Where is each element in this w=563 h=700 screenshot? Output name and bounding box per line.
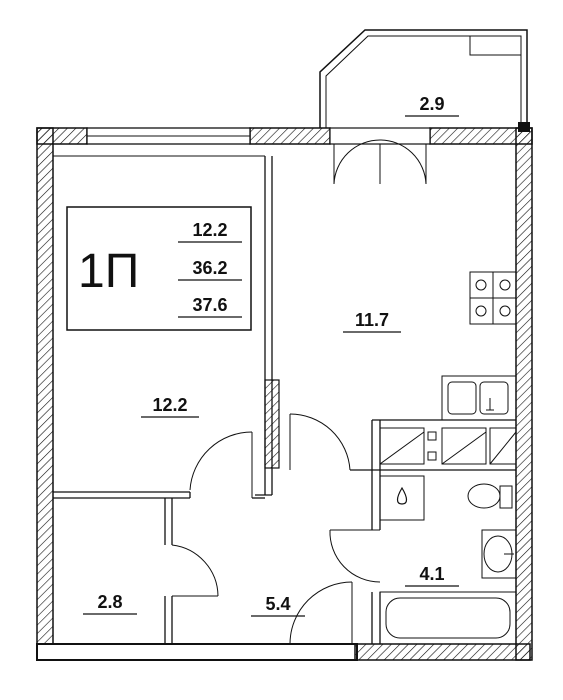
total-area-value: 36.2 (192, 258, 227, 278)
area-legend: 1П 12.2 36.2 37.6 (66, 206, 252, 331)
balcony-area-label: 2.9 (419, 94, 444, 114)
apartment-type-code: 1П (78, 245, 139, 298)
kitchen-sink-icon (441, 375, 517, 421)
balcony (319, 29, 530, 132)
bedroom-door (189, 431, 265, 499)
water-heater-icon (379, 475, 425, 521)
bedroom-area-label: 12.2 (152, 395, 187, 415)
bathtub-icon (379, 591, 517, 645)
storage-walls (164, 498, 219, 644)
storage-area-label: 2.8 (97, 592, 122, 612)
outer-walls (36, 127, 533, 661)
kitchen-door (289, 413, 372, 471)
kitchen-area-label: 11.7 (355, 310, 389, 330)
partition-bedroom-kitchen (255, 156, 280, 496)
washbasin-icon (481, 529, 517, 579)
bedroom-bottom-wall (53, 491, 190, 499)
hall-area-label: 5.4 (265, 594, 290, 614)
bathroom-walls (329, 419, 516, 644)
bathroom-area-label: 4.1 (419, 564, 444, 584)
living-area-value: 12.2 (192, 220, 227, 240)
kitchen-cabinets (379, 427, 517, 465)
toilet-icon (467, 483, 513, 509)
total-with-balcony-area-value: 37.6 (192, 295, 227, 315)
balcony-door (329, 127, 431, 185)
bedroom-window (86, 127, 251, 145)
stove-icon (469, 271, 517, 325)
entrance-door (289, 581, 353, 645)
